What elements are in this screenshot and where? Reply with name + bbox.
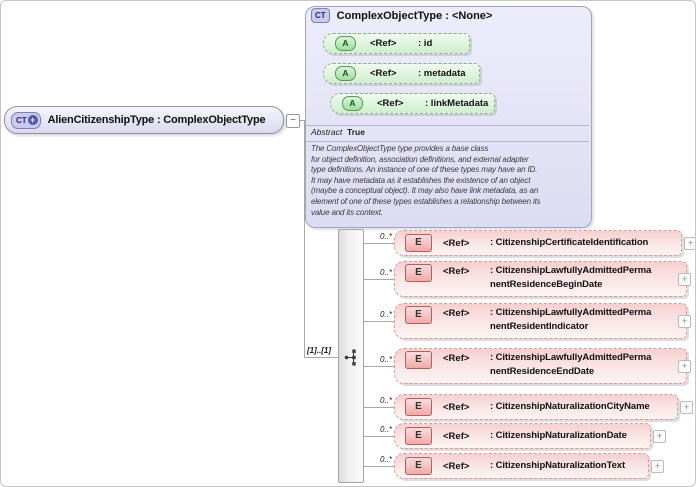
element-name: : CitizenshipCertificateIdentification [490, 237, 649, 248]
connector-line [364, 366, 394, 367]
element-icon: E [405, 398, 432, 416]
element-name: : CitizenshipLawfullyAdmittedPerma nentR… [490, 265, 652, 290]
connector-line [364, 407, 394, 408]
connector-line [364, 243, 394, 244]
element-name: : CitizenshipNaturalizationCityName [490, 401, 650, 412]
attribute-ref: <Ref> [377, 98, 404, 109]
element-node-citizenship-naturalization-date[interactable]: E <Ref> : CitizenshipNaturalizationDate [394, 423, 651, 449]
connector-line [364, 321, 394, 322]
connector-line [304, 357, 340, 358]
type-description: The ComplexObjectType type provides a ba… [311, 144, 541, 217]
element-ref: <Ref> [443, 401, 470, 413]
element-node-citizenship-certificate-identification[interactable]: E <Ref> : CitizenshipCertificateIdentifi… [394, 230, 682, 256]
attribute-icon: A [335, 36, 356, 51]
cardinality-label: 0..* [379, 425, 392, 434]
attribute-icon: A [342, 96, 363, 111]
base-type-title: ComplexObjectType : <None> [336, 9, 493, 22]
expand-button[interactable]: + [678, 360, 691, 373]
element-node-citizenship-naturalization-text[interactable]: E <Ref> : CitizenshipNaturalizationText [394, 453, 649, 479]
attribute-node-id[interactable]: A <Ref> : id [323, 33, 470, 54]
element-name: : CitizenshipLawfullyAdmittedPerma nentR… [490, 352, 652, 377]
cardinality-label: 0..* [379, 455, 392, 464]
connector-line [364, 466, 394, 467]
element-icon: E [405, 234, 432, 252]
attribute-node-link-metadata[interactable]: A <Ref> : linkMetadata [330, 93, 495, 114]
element-icon: E [405, 351, 432, 369]
element-ref: <Ref> [443, 430, 470, 442]
ct-badge-label: CT [16, 115, 27, 125]
element-node-citizenship-naturalization-city-name[interactable]: E <Ref> : CitizenshipNaturalizationCityN… [394, 394, 678, 420]
element-icon: E [405, 457, 432, 475]
sequence-icon [343, 348, 363, 372]
cardinality-label: 0..* [379, 232, 392, 241]
expand-button[interactable]: + [678, 273, 691, 286]
element-icon: E [405, 306, 432, 324]
attribute-name: : id [418, 38, 433, 49]
cardinality-label: 0..* [379, 396, 392, 405]
abstract-label: Abstract [311, 127, 343, 137]
connector-line [364, 436, 394, 437]
element-node-citizenship-lawfully-admitted-permanent-resident-indicator[interactable]: E <Ref> : CitizenshipLawfullyAdmittedPer… [394, 303, 687, 339]
expand-button[interactable]: + [651, 460, 664, 473]
base-type-header: CT ComplexObjectType : <None> [311, 8, 492, 23]
element-ref: <Ref> [443, 308, 470, 319]
expand-button[interactable]: + [678, 315, 691, 328]
plus-icon: + [27, 115, 38, 125]
element-ref: <Ref> [443, 460, 470, 472]
connector-line [364, 279, 394, 280]
root-type-title: AlienCitizenshipType : ComplexObjectType [47, 114, 266, 126]
sequence-group-bar[interactable] [338, 229, 364, 483]
collapse-button[interactable]: − [286, 114, 300, 128]
complex-type-icon: CT [311, 8, 330, 23]
sequence-cardinality-label: [1]..[1] [307, 346, 331, 355]
element-ref: <Ref> [443, 237, 470, 249]
cardinality-label: 0..* [379, 310, 392, 319]
element-node-citizenship-lawfully-admitted-permanent-residence-begin-date[interactable]: E <Ref> : CitizenshipLawfullyAdmittedPer… [394, 261, 687, 297]
attribute-icon: A [335, 66, 356, 81]
expand-button[interactable]: + [680, 401, 693, 414]
element-ref: <Ref> [443, 266, 470, 277]
connector-line [304, 120, 305, 358]
attribute-ref: <Ref> [370, 38, 397, 49]
abstract-value: True [347, 127, 365, 137]
element-name: : CitizenshipNaturalizationDate [490, 430, 627, 441]
attribute-node-metadata[interactable]: A <Ref> : metadata [323, 63, 480, 84]
element-ref: <Ref> [443, 353, 470, 364]
divider [306, 141, 589, 142]
divider [306, 125, 589, 126]
element-icon: E [405, 264, 432, 282]
element-node-citizenship-lawfully-admitted-permanent-residence-end-date[interactable]: E <Ref> : CitizenshipLawfullyAdmittedPer… [394, 348, 687, 384]
cardinality-label: 0..* [379, 355, 392, 364]
attribute-ref: <Ref> [370, 68, 397, 79]
cardinality-label: 0..* [379, 268, 392, 277]
attribute-name: : linkMetadata [425, 98, 489, 109]
attribute-name: : metadata [418, 68, 466, 79]
element-icon: E [405, 427, 432, 445]
element-name: : CitizenshipLawfullyAdmittedPerma nentR… [490, 307, 652, 332]
expand-button[interactable]: + [684, 237, 695, 250]
element-name: : CitizenshipNaturalizationText [490, 460, 626, 471]
expand-button[interactable]: + [653, 430, 666, 443]
complex-type-icon: CT + [11, 111, 41, 129]
alien-citizenship-type-node[interactable]: CT + AlienCitizenshipType : ComplexObjec… [4, 106, 284, 134]
